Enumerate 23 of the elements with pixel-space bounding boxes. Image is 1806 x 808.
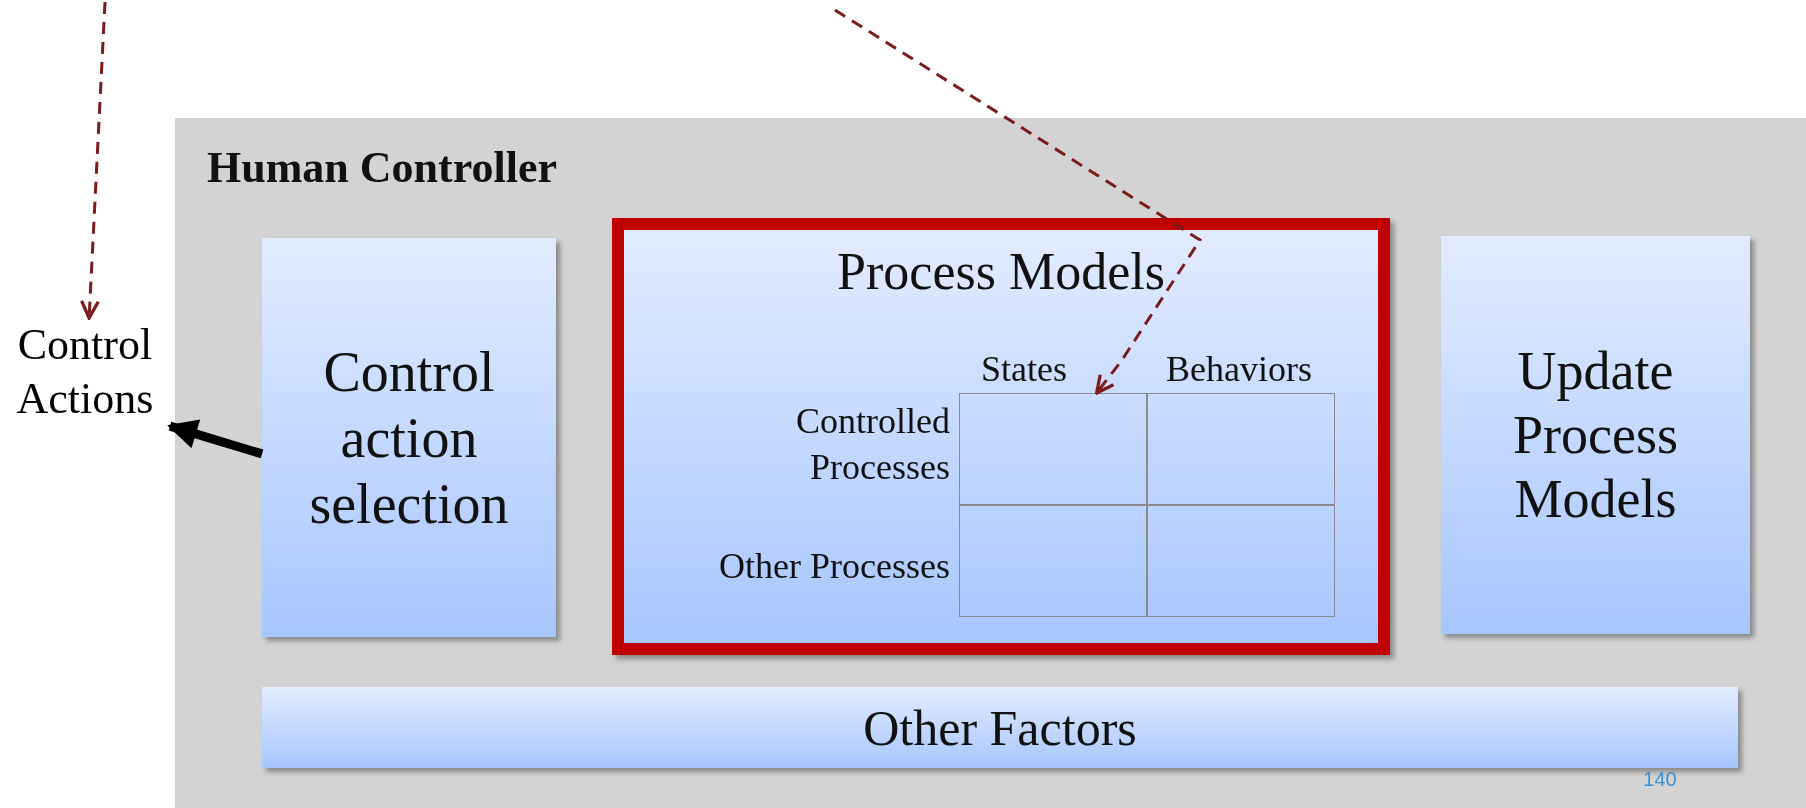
highlighted-box (612, 218, 1390, 655)
component-box (262, 238, 556, 637)
table-cell (959, 393, 1148, 506)
component-box (1441, 236, 1750, 634)
box-title: Control action selection (308, 339, 510, 537)
panel-title: Human Controller (207, 142, 557, 193)
row-header: Other Processes (718, 545, 950, 587)
page-number: 140 (1642, 768, 1678, 791)
table-cell (959, 504, 1148, 617)
thick-arrow (167, 419, 264, 459)
row-header: Controlled Processes (795, 400, 950, 489)
column-header: Behaviors (1165, 348, 1313, 390)
factor-bar (262, 687, 1738, 768)
dashed-arrow (79, 1, 107, 320)
action-label: Control Actions (0, 318, 170, 483)
box-title: Other Factors (863, 698, 1137, 757)
table-cell (1146, 504, 1335, 617)
column-header: States (980, 348, 1068, 390)
controller-panel (175, 118, 1806, 808)
table-cell (1146, 393, 1335, 506)
dashed-arrow (834, 8, 1203, 395)
box-title: Update Process Models (1512, 340, 1679, 531)
box-title: Process Models (836, 242, 1166, 301)
